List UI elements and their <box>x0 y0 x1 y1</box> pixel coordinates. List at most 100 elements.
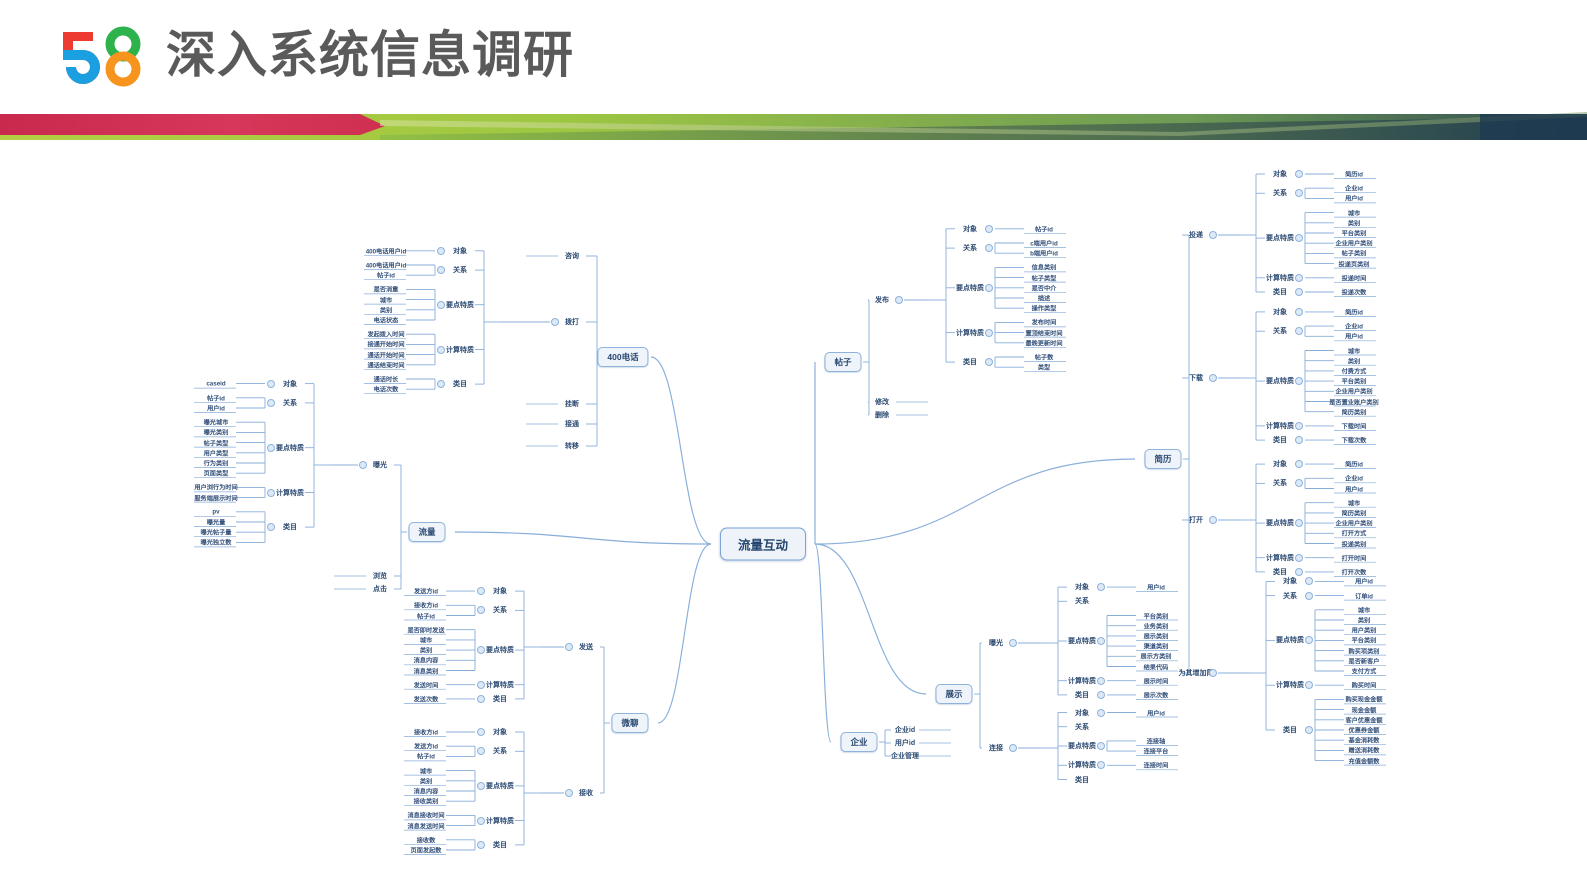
mindmap-tiezi-0-group-3-item-2[interactable]: 最晚更新时间 <box>1025 340 1063 348</box>
mindmap-jianli-3-group-4-item-6[interactable]: 充值金额数 <box>1348 758 1380 766</box>
mindmap-tiezi-0-group-2-item-2[interactable]: 是否中介 <box>1031 285 1057 293</box>
expand-toggle-icon[interactable] <box>477 816 485 825</box>
mindmap-phone400-1-group-0-item-0[interactable]: 400电话用户id <box>365 248 407 256</box>
mindmap-tiezi-0-group-3-item-0[interactable]: 发布时间 <box>1031 319 1057 327</box>
mindmap-jianli-2-group-3[interactable]: 计算特质 <box>1266 554 1294 562</box>
mindmap-weiliao-1-group-3-item-0[interactable]: 消息接收时间 <box>407 812 445 820</box>
expand-toggle-icon[interactable] <box>1097 742 1105 750</box>
mindmap-zhanshi-0-group-3-item-0[interactable]: 展示时间 <box>1143 678 1169 686</box>
mindmap-node-jianli-1[interactable]: 下载 <box>1189 375 1203 382</box>
mindmap-branch-jianli[interactable]: 简历 <box>1144 449 1182 469</box>
mindmap-weiliao-1-group-2-item-0[interactable]: 城市 <box>419 768 433 776</box>
mindmap-jianli-3-group-3[interactable]: 计算特质 <box>1276 682 1304 690</box>
expand-toggle-icon[interactable] <box>1009 639 1017 647</box>
expand-toggle-icon[interactable] <box>1305 636 1313 645</box>
mindmap-weiliao-0-group-4[interactable]: 类目 <box>493 695 507 703</box>
mindmap-phone400-1-group-1-item-0[interactable]: 400电话用户id <box>365 262 407 270</box>
mindmap-zhanshi-1-group-2[interactable]: 要点特质 <box>1068 743 1096 750</box>
mindmap-phone400-1-group-2-item-0[interactable]: 是否消重 <box>373 286 399 294</box>
mindmap-jianli-2-group-2-item-1[interactable]: 简历类别 <box>1341 510 1367 518</box>
mindmap-jianli-3-group-2-item-3[interactable]: 平台类别 <box>1351 637 1377 645</box>
mindmap-jianli-1-group-4-item-0[interactable]: 下载次数 <box>1341 437 1367 445</box>
mindmap-jianli-3-group-4[interactable]: 类目 <box>1283 727 1297 734</box>
mindmap-phone400-1-group-2-item-1[interactable]: 城市 <box>379 297 393 305</box>
mindmap-phone400-1-group-4[interactable]: 类目 <box>453 381 467 389</box>
expand-toggle-icon[interactable] <box>985 328 993 337</box>
mindmap-jianli-2-group-2[interactable]: 要点特质 <box>1266 520 1294 528</box>
mindmap-liuliang-0-group-2-item-0[interactable]: 曝光城市 <box>203 419 229 427</box>
mindmap-phone400-1-group-3-item-0[interactable]: 发起拨入时间 <box>367 331 405 339</box>
expand-toggle-icon[interactable] <box>551 318 559 326</box>
mindmap-zhanshi-1-group-0[interactable]: 对象 <box>1075 709 1089 717</box>
mindmap-weiliao-0-group-2-item-2[interactable]: 类别 <box>419 647 433 655</box>
mindmap-root-node[interactable]: 流量互动 <box>719 527 807 561</box>
mindmap-jianli-0-group-2-item-0[interactable]: 城市 <box>1347 210 1361 218</box>
mindmap-tiezi-0-group-2-item-3[interactable]: 描述 <box>1037 295 1051 303</box>
mindmap-liuliang-0-group-0-item-0[interactable]: caseid <box>206 380 226 388</box>
mindmap-jianli-0-group-2-item-2[interactable]: 平台类别 <box>1341 230 1367 238</box>
mindmap-jianli-3-group-2-item-4[interactable]: 购买项类别 <box>1348 648 1380 656</box>
mindmap-tiezi-0-group-4-item-1[interactable]: 类型 <box>1037 364 1051 372</box>
expand-toggle-icon[interactable] <box>1295 170 1303 178</box>
mindmap-weiliao-0-group-2-item-4[interactable]: 消息类别 <box>413 668 439 675</box>
expand-toggle-icon[interactable] <box>985 283 993 292</box>
mindmap-zhanshi-0-group-4-item-0[interactable]: 展示次数 <box>1143 692 1169 700</box>
mindmap-liuliang-0-group-1-item-0[interactable]: 帖子id <box>207 395 225 403</box>
mindmap-branch-phone400[interactable]: 400电话 <box>597 347 649 367</box>
mindmap-node-qiye-1[interactable]: 用户id <box>894 740 916 747</box>
mindmap-jianli-3-group-2-item-1[interactable]: 类别 <box>1357 617 1371 625</box>
expand-toggle-icon[interactable] <box>267 488 275 497</box>
mindmap-weiliao-0-group-0[interactable]: 对象 <box>493 588 507 596</box>
mindmap-jianli-1-group-4[interactable]: 类目 <box>1273 437 1287 445</box>
mindmap-weiliao-0-group-2-item-3[interactable]: 消息内容 <box>413 657 439 665</box>
mindmap-tiezi-0-group-1[interactable]: 关系 <box>963 245 977 253</box>
expand-toggle-icon[interactable] <box>1295 567 1303 576</box>
mindmap-jianli-2-group-1-item-0[interactable]: 企业id <box>1345 475 1363 483</box>
mindmap-branch-qiye[interactable]: 企业 <box>840 732 878 752</box>
mindmap-jianli-3-group-4-item-2[interactable]: 客户优惠金额 <box>1345 717 1383 725</box>
mindmap-node-phone400-1[interactable]: 拨打 <box>565 319 579 326</box>
mindmap-node-phone400-2[interactable]: 挂断 <box>565 401 579 408</box>
expand-toggle-icon[interactable] <box>1305 726 1313 734</box>
mindmap-node-jianli-3[interactable]: 为其增加简 <box>1178 670 1214 677</box>
mindmap-jianli-1-group-2-item-3[interactable]: 平台类别 <box>1341 378 1367 386</box>
mindmap-jianli-0-group-2-item-4[interactable]: 帖子类别 <box>1341 250 1367 258</box>
mindmap-jianli-2-group-4-item-0[interactable]: 打开次数 <box>1341 569 1367 577</box>
mindmap-jianli-1-group-1-item-1[interactable]: 用户id <box>1345 333 1363 341</box>
expand-toggle-icon[interactable] <box>1295 460 1303 469</box>
mindmap-tiezi-0-group-3-item-1[interactable]: 置顶结束时间 <box>1025 330 1063 338</box>
mindmap-liuliang-0-group-4-item-2[interactable]: 曝光帖子量 <box>200 529 232 537</box>
mindmap-node-zhanshi-1[interactable]: 连接 <box>989 745 1003 752</box>
mindmap-jianli-2-group-2-item-4[interactable]: 投递类别 <box>1341 541 1367 548</box>
expand-toggle-icon[interactable] <box>477 587 485 596</box>
mindmap-node-jianli-2[interactable]: 打开 <box>1189 517 1203 524</box>
mindmap-jianli-3-group-1-item-0[interactable]: 订单id <box>1355 593 1373 601</box>
mindmap-liuliang-0-group-2-item-2[interactable]: 帖子类型 <box>203 440 229 448</box>
mindmap-tiezi-0-group-1-item-1[interactable]: b端用户id <box>1030 250 1058 258</box>
mindmap-jianli-0-group-3-item-0[interactable]: 投递时间 <box>1341 275 1367 283</box>
mindmap-liuliang-0-group-0[interactable]: 对象 <box>283 380 297 388</box>
expand-toggle-icon[interactable] <box>437 380 445 389</box>
mindmap-jianli-1-group-2[interactable]: 要点特质 <box>1266 378 1294 386</box>
mindmap-jianli-1-group-3-item-0[interactable]: 下载时间 <box>1341 423 1367 431</box>
mindmap-zhanshi-0-group-2-item-4[interactable]: 展示方类别 <box>1140 653 1172 661</box>
expand-toggle-icon[interactable] <box>985 244 993 253</box>
mindmap-jianli-1-group-2-item-4[interactable]: 企业用户类别 <box>1335 388 1373 396</box>
mindmap-tiezi-0-group-0[interactable]: 对象 <box>963 225 977 233</box>
mindmap-jianli-2-group-1-item-1[interactable]: 用户id <box>1345 486 1363 493</box>
mindmap-weiliao-1-group-4-item-1[interactable]: 页面发起数 <box>410 847 442 855</box>
mindmap-phone400-1-group-1-item-1[interactable]: 帖子id <box>377 272 395 280</box>
mindmap-weiliao-0-group-3-item-0[interactable]: 发送时间 <box>413 682 439 690</box>
mindmap-jianli-2-group-2-item-2[interactable]: 企业用户类别 <box>1335 520 1373 528</box>
expand-toggle-icon[interactable] <box>1305 577 1313 586</box>
expand-toggle-icon[interactable] <box>1295 519 1303 528</box>
mindmap-phone400-1-group-3-item-2[interactable]: 通话开始时间 <box>367 352 405 360</box>
expand-toggle-icon[interactable] <box>1295 421 1303 430</box>
expand-toggle-icon[interactable] <box>1295 479 1303 488</box>
mindmap-liuliang-0-group-2-item-4[interactable]: 行为类别 <box>203 460 229 468</box>
mindmap-jianli-0-group-2-item-5[interactable]: 投递页类别 <box>1338 261 1370 269</box>
mindmap-phone400-1-group-3-item-3[interactable]: 通话结束时间 <box>367 362 405 370</box>
mindmap-jianli-1-group-0[interactable]: 对象 <box>1273 308 1287 316</box>
expand-toggle-icon[interactable] <box>477 747 485 756</box>
mindmap-weiliao-1-group-3[interactable]: 计算特质 <box>486 817 514 825</box>
